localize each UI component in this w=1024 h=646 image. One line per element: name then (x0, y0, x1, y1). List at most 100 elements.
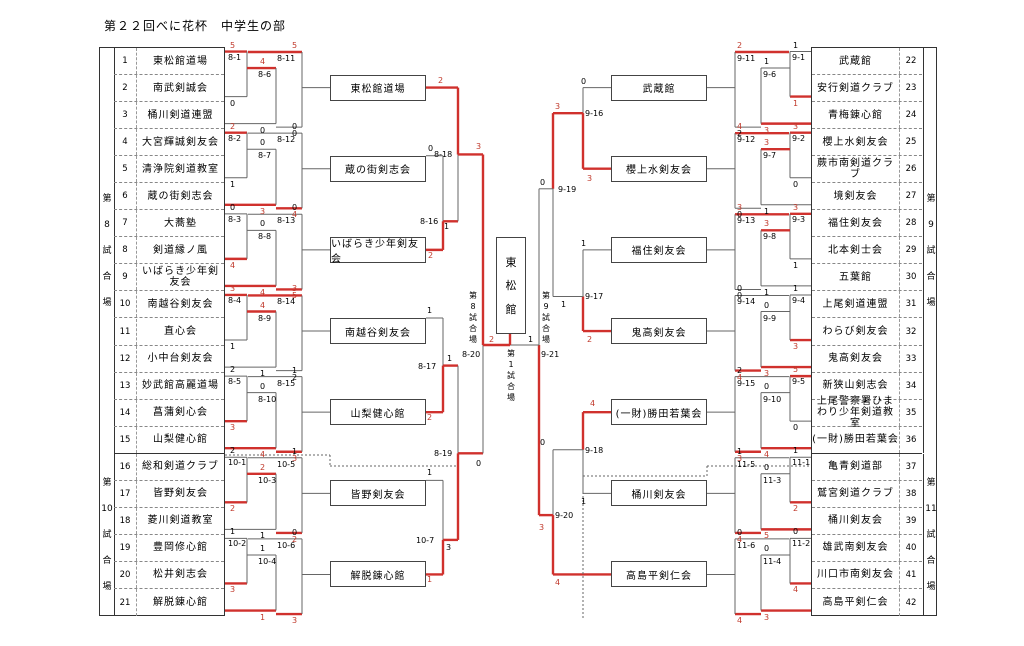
team-name: 菱川剣道教室 (147, 515, 214, 527)
qualifier-box: 南越谷剣友会 (330, 318, 426, 345)
score: 0 (260, 125, 266, 135)
venue-char: 合 (507, 382, 515, 391)
match-id: 9-20 (555, 511, 574, 521)
team-name: 雄武南剣友会 (822, 542, 889, 554)
team-number: 9 (114, 264, 137, 291)
score: 0 (581, 76, 587, 86)
qualifier-box: 武蔵館 (611, 74, 707, 101)
team-number: 6 (114, 183, 137, 210)
match-id: 8-3 (228, 214, 242, 224)
score: 4 (737, 616, 743, 626)
score: 1 (561, 300, 567, 310)
team-number: 20 (114, 561, 137, 588)
team-name: 鷲宮剣道クラブ (817, 488, 894, 500)
team-name: 総和剣道クラブ (142, 461, 219, 473)
score: 4 (260, 300, 266, 310)
match-id: 11-1 (792, 458, 811, 468)
team-name: 解脱錬心館 (153, 597, 208, 608)
score: 2 (427, 413, 433, 423)
score: 2 (587, 335, 593, 345)
match-id: 9-14 (737, 297, 756, 307)
qualifier-box: 福住剣友会 (611, 236, 707, 263)
score: 1 (764, 57, 770, 67)
score: 2 (428, 250, 434, 260)
score: 3 (292, 453, 298, 463)
score: 0 (793, 179, 799, 189)
qualifier-box: 東松館道場 (330, 74, 426, 101)
champion-char: 館 (505, 303, 517, 317)
score: 3 (292, 616, 298, 626)
score: 0 (428, 143, 434, 153)
team-name: 新狭山剣志会 (822, 380, 889, 392)
match-id: 9-15 (737, 378, 756, 388)
score: 2 (438, 75, 444, 85)
score: 0 (292, 129, 298, 139)
score: 1 (764, 287, 770, 297)
score: 5 (230, 40, 236, 50)
team-number: 35 (899, 399, 922, 426)
team-name: 松井剣志会 (153, 569, 208, 581)
team-name: 小中台剣友会 (147, 353, 214, 365)
score: 0 (764, 462, 770, 472)
team-number: 29 (899, 237, 922, 264)
score: 4 (260, 450, 266, 460)
team-name: 福住剣友会 (828, 217, 883, 229)
score: 3 (230, 423, 236, 433)
score: 3 (260, 206, 266, 216)
team-number: 18 (114, 507, 137, 534)
team-name: 櫻上水剣友会 (822, 136, 889, 148)
team-row: 境剣友会 27 (812, 183, 922, 211)
match-id: 8-10 (258, 394, 277, 404)
team-name: 直心会 (164, 326, 197, 337)
team-number: 25 (899, 129, 922, 156)
score: 0 (292, 203, 298, 213)
team-name: 境剣友会 (833, 190, 878, 202)
team-number: 3 (114, 102, 137, 129)
qualifier-box: 高島平剣仁会 (611, 561, 707, 588)
qualifier-box: (一財)勝田若葉会 (611, 399, 707, 426)
team-name: 上尾剣道連盟 (822, 298, 889, 310)
match-id: 9-5 (792, 377, 806, 387)
team-number: 23 (899, 75, 922, 102)
score: 0 (260, 138, 266, 148)
team-name: 亀青剣道部 (828, 461, 883, 473)
score: 3 (476, 142, 482, 152)
score: 5 (764, 531, 770, 541)
score: 3 (230, 585, 236, 595)
match-id: 8-5 (228, 377, 242, 387)
team-name: 川口市南剣友会 (817, 569, 894, 581)
champion-char: 松 (505, 279, 517, 293)
team-number: 2 (114, 75, 137, 102)
score: 2 (737, 129, 743, 139)
venue-char: 8 (470, 302, 476, 311)
score: 5 (292, 41, 298, 50)
qualifier-box: いばらき少年剣友会 (330, 236, 426, 265)
team-number: 27 (899, 183, 922, 210)
score: 1 (230, 342, 236, 352)
match-id: 9-3 (792, 214, 806, 224)
score: 2 (737, 365, 743, 375)
score: 3 (446, 542, 452, 552)
team-name: 東松館道場 (153, 55, 208, 67)
match-id: 8-20 (462, 350, 481, 359)
match-id: 11-4 (763, 556, 782, 566)
venue-char: 第 (542, 291, 550, 300)
match-id: 10-4 (258, 556, 277, 566)
team-name: 五葉館 (839, 271, 872, 283)
